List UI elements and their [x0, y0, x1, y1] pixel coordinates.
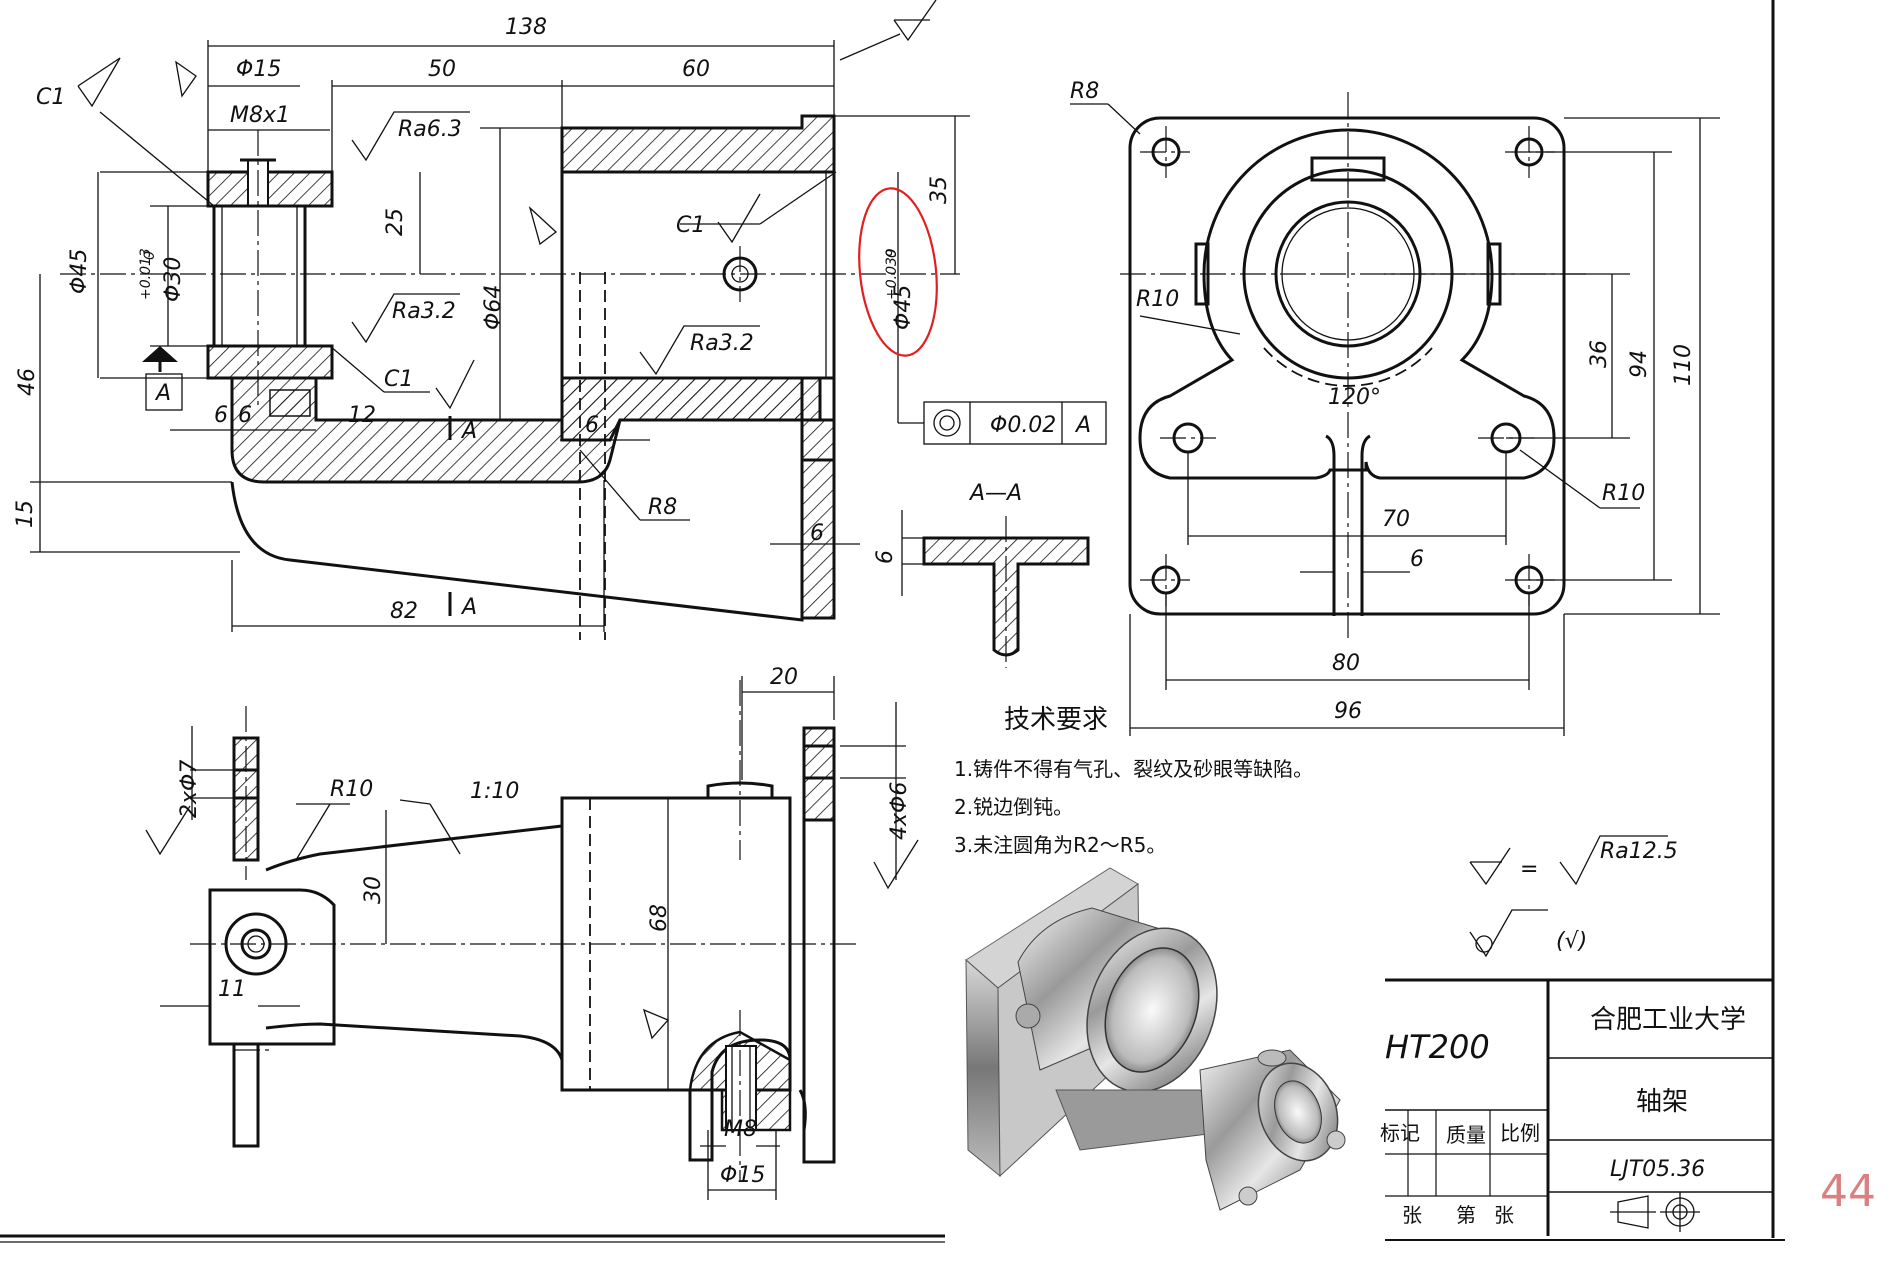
tech-req-item-3: 3.未注圆角为R2～R5。 — [954, 833, 1166, 857]
dim-15: 15 — [13, 500, 38, 528]
datum-box — [145, 373, 183, 411]
tech-req-item-2: 2.锐边倒钝。 — [954, 795, 1073, 819]
front-view: 138 50 60 Φ15 M8x1 25 35 Φ45 Φ30 +0.013 … — [13, 0, 1107, 640]
top-dim-20: 20 — [770, 665, 798, 690]
side-dim-6: 6 — [1410, 547, 1424, 572]
top-dim-r10: R10 — [330, 777, 373, 802]
dim-50: 50 — [428, 57, 456, 82]
dim-46: 46 — [15, 368, 40, 396]
tb-mark: 标记 — [1380, 1121, 1420, 1145]
dim-bore-dia-45: Φ45 — [891, 285, 916, 330]
part-name: 轴架 — [1636, 1087, 1688, 1117]
side-dim-96: 96 — [1334, 699, 1362, 724]
dim-12: 12 — [348, 403, 376, 428]
tb-sheet-unit: 张 — [1494, 1203, 1514, 1227]
projection-symbol-icon — [1610, 1192, 1700, 1232]
dim-6-d: 6 — [810, 521, 824, 546]
side-dim-36: 36 — [1587, 340, 1612, 368]
isometric-render — [965, 867, 1346, 1211]
drawing-number: LJT05.36 — [1610, 1157, 1705, 1182]
dim-bore-tol-lower: 0 — [884, 249, 900, 258]
roughness-ra3-2-a: Ra3.2 — [392, 299, 456, 324]
barrel-bore — [560, 170, 836, 380]
school-name: 合肥工业大学 — [1590, 1005, 1746, 1035]
dim-dia-30: Φ30 — [161, 257, 186, 302]
tech-req-title: 技术要求 — [1004, 705, 1108, 735]
dim-35: 35 — [927, 176, 952, 204]
dim-hole-dia-15: Φ15 — [236, 57, 281, 82]
dim-dia-45: Φ45 — [67, 249, 92, 294]
top-dim-2x-dia-7: 2xΦ7 — [177, 760, 202, 818]
dim-6-c: 6 — [585, 413, 599, 438]
dim-25: 25 — [383, 208, 408, 236]
dim-138: 138 — [505, 15, 547, 40]
chamfer-c1-a: C1 — [36, 85, 65, 110]
roughness-ra6-3: Ra6.3 — [398, 117, 462, 142]
side-view: R8 R10 R10 120° 36 94 110 70 6 80 96 — [1070, 79, 1720, 736]
side-dim-r10-b: R10 — [1602, 481, 1645, 506]
top-dim-11: 11 — [218, 977, 246, 1002]
dim-6-a: 6 — [214, 403, 228, 428]
section-a-a: A—A 6 — [873, 481, 1090, 668]
tolerance-value: Φ0.02 — [990, 413, 1056, 438]
red-annotation-circle — [858, 187, 938, 357]
rib-outline — [230, 481, 804, 622]
material-ht200: HT200 — [1385, 1028, 1490, 1066]
flange-section — [800, 418, 836, 620]
roughness-equals: = — [1520, 857, 1538, 882]
title-block: HT200 合肥工业大学 轴架 LJT05.36 标记 质量 比例 张 第 张 — [1380, 978, 1773, 1236]
side-dim-r10-a: R10 — [1136, 287, 1179, 312]
technical-requirements: 技术要求 1.铸件不得有气孔、裂纹及砂眼等缺陷。 2.锐边倒钝。 3.未注圆角为… — [954, 705, 1313, 857]
datum-a-label: A — [154, 381, 171, 406]
side-dim-80: 80 — [1332, 651, 1360, 676]
dim-dia-64: Φ64 — [481, 285, 506, 330]
section-label: A—A — [968, 481, 1022, 506]
dim-bore-tol-upper: +0.039 — [884, 248, 900, 300]
tolerance-datum: A — [1074, 413, 1091, 438]
section-mark-a-top: A — [460, 419, 477, 444]
top-view: 20 2xΦ7 R10 1:10 30 68 4xΦ6 11 M8 Φ15 — [145, 665, 919, 1200]
tb-mass: 质量 — [1446, 1123, 1486, 1147]
top-dim-30: 30 — [361, 876, 386, 904]
dim-82: 82 — [390, 599, 418, 624]
tolerance-frame — [897, 401, 1107, 445]
dim-dia-30-tol-upper: +0.013 — [138, 248, 154, 300]
top-dim-4x-dia-6: 4xΦ6 — [887, 782, 912, 840]
section-dim-6: 6 — [873, 550, 898, 564]
tb-scale: 比例 — [1500, 1121, 1540, 1145]
dim-thread-m8x1: M8x1 — [230, 103, 290, 128]
side-dim-94: 94 — [1627, 350, 1652, 378]
render-bore — [1104, 947, 1200, 1073]
top-dim-m8: M8 — [724, 1117, 757, 1142]
side-dim-70: 70 — [1382, 507, 1410, 532]
page-number: 44 — [1820, 1166, 1876, 1217]
roughness-ra3-2-b: Ra3.2 — [690, 331, 754, 356]
side-dim-r8: R8 — [1070, 79, 1099, 104]
tb-sheets: 张 — [1402, 1203, 1422, 1227]
side-dim-120deg: 120° — [1328, 385, 1381, 410]
dim-dia-30-tol-lower: 0 — [142, 251, 158, 260]
top-dim-68: 68 — [647, 904, 672, 932]
top-dim-dia-15: Φ15 — [720, 1163, 765, 1188]
flange-plate — [1128, 116, 1566, 616]
roughness-legend: = Ra12.5 (√) — [1469, 835, 1678, 958]
roughness-ra12-5: Ra12.5 — [1600, 839, 1678, 864]
side-dim-110: 110 — [1671, 344, 1696, 386]
roughness-paren: (√) — [1556, 929, 1587, 954]
dim-r8: R8 — [648, 495, 677, 520]
top-dim-taper-1-10: 1:10 — [470, 779, 519, 804]
hub-block — [208, 888, 336, 1046]
hub-bore — [212, 204, 307, 348]
dim-6-b: 6 — [238, 403, 252, 428]
chamfer-c1-b: C1 — [676, 213, 705, 238]
chamfer-c1-c: C1 — [384, 367, 413, 392]
tb-sheet-no: 第 — [1456, 1203, 1476, 1227]
tech-req-item-1: 1.铸件不得有气孔、裂纹及砂眼等缺陷。 — [954, 757, 1313, 781]
dim-60: 60 — [682, 57, 710, 82]
section-mark-a-bottom: A — [460, 595, 477, 620]
barrel-top-wall — [560, 114, 836, 174]
